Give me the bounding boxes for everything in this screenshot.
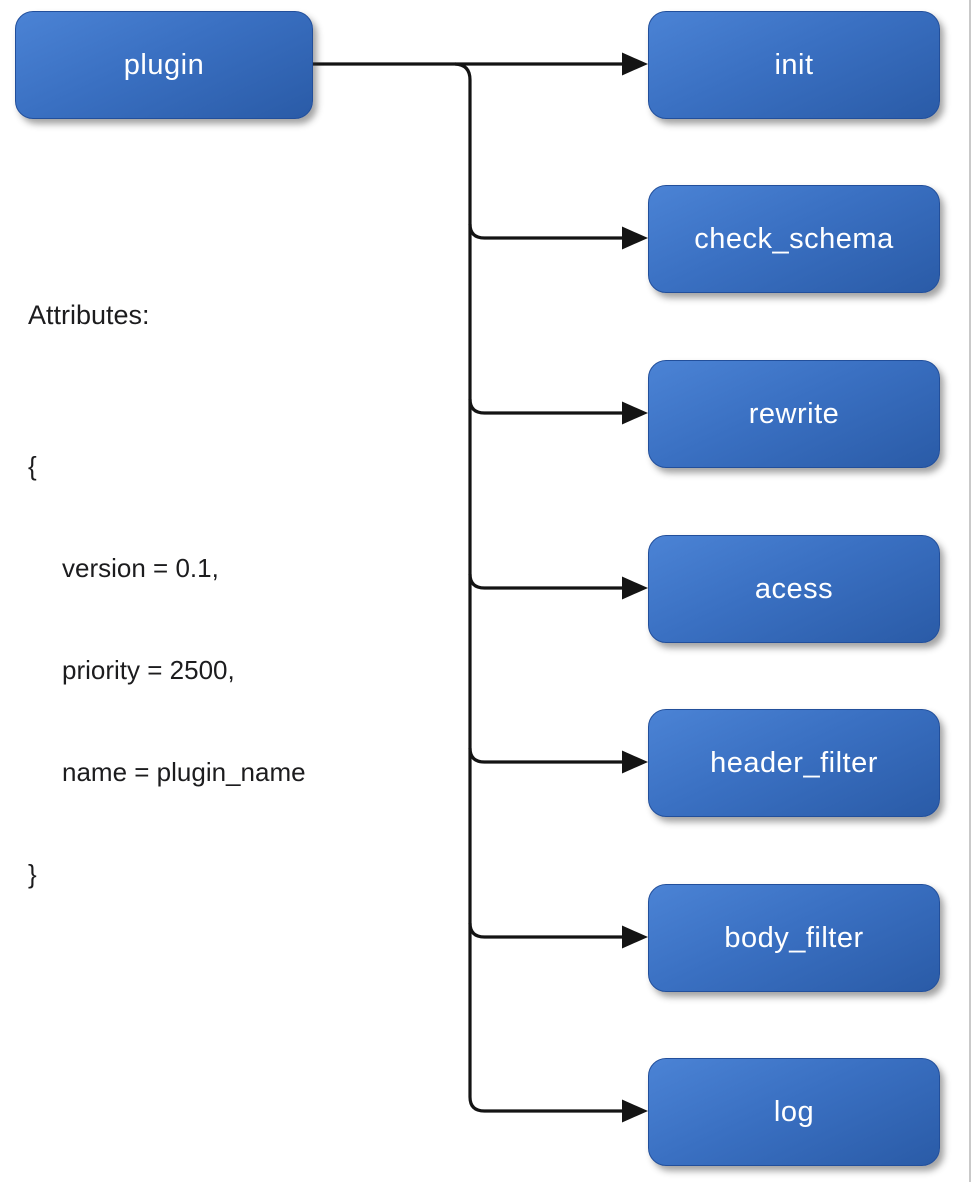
code-line-version: version = 0.1, [62, 553, 219, 583]
edge-trunk [454, 62, 624, 1113]
attributes-heading: Attributes: [28, 300, 150, 330]
edge-branch-check-schema [468, 223, 624, 240]
edge-branch-acess [468, 573, 624, 590]
node-plugin-label: plugin [123, 48, 205, 81]
node-header-filter: header_filter [648, 709, 940, 817]
node-check-schema-label: check_schema [694, 222, 894, 255]
node-init-label: init [774, 48, 814, 81]
code-line-open-brace: { [28, 451, 37, 481]
edge-branch-rewrite [468, 398, 624, 415]
node-body-filter: body_filter [648, 884, 940, 992]
edge-branch-header-filter [468, 747, 624, 764]
code-line-priority: priority = 2500, [62, 655, 235, 685]
node-header-filter-label: header_filter [710, 746, 878, 779]
arrowhead-check-schema [622, 226, 648, 250]
arrowhead-acess [622, 576, 648, 600]
node-acess-label: acess [754, 572, 834, 605]
node-check-schema: check_schema [648, 185, 940, 293]
code-line-name: name = plugin_name [62, 757, 306, 787]
attributes-code-block: { version = 0.1, priority = 2500, name =… [28, 381, 306, 959]
arrowhead-header-filter [622, 750, 648, 774]
arrowhead-init [622, 52, 648, 76]
node-body-filter-label: body_filter [724, 921, 864, 954]
node-log-label: log [773, 1095, 815, 1128]
code-line-close-brace: } [28, 859, 37, 889]
page-edge-line [969, 0, 971, 1182]
arrowhead-log [622, 1099, 648, 1123]
node-rewrite: rewrite [648, 360, 940, 468]
node-log: log [648, 1058, 940, 1166]
edge-branch-body-filter [468, 922, 624, 939]
arrowhead-body-filter [622, 925, 648, 949]
node-init: init [648, 11, 940, 119]
node-acess: acess [648, 535, 940, 643]
node-rewrite-label: rewrite [748, 397, 840, 430]
node-plugin: plugin [15, 11, 313, 119]
arrowhead-rewrite [622, 401, 648, 425]
